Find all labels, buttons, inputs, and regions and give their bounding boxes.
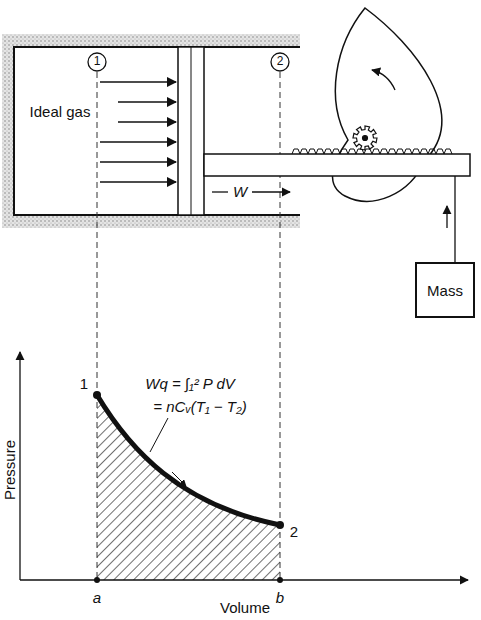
- dashed-line: [280, 72, 281, 580]
- work-area: [97, 395, 280, 580]
- callout-number: 2: [277, 55, 284, 68]
- pinion-gear: [353, 126, 377, 150]
- gas-label: Ideal gas: [28, 104, 93, 121]
- rotation-arrow: [372, 70, 395, 90]
- axis-point: [277, 577, 283, 583]
- leader-line: [150, 418, 168, 452]
- curve-arrow: [172, 472, 186, 486]
- callout-circle: [271, 53, 289, 71]
- rack-teeth: [292, 149, 452, 154]
- piston-rod: [204, 154, 470, 176]
- cylinder-outline: [14, 47, 300, 215]
- formula: = nCᵥ(T₁ − T₂): [151, 399, 248, 416]
- state-point: [276, 521, 284, 529]
- x-axis: [20, 579, 468, 580]
- formula: Wq = ∫₁² P dV: [143, 376, 237, 393]
- process-curve: [97, 395, 280, 525]
- string: [454, 176, 455, 262]
- axis-title: Volume: [220, 600, 270, 617]
- work-line: [212, 191, 228, 192]
- axis-title: Pressure: [2, 440, 19, 500]
- pressure-arrows: [100, 82, 176, 182]
- state-number: 1: [80, 376, 88, 393]
- y-axis: [19, 352, 20, 580]
- axis-point-label: a: [93, 590, 101, 607]
- work-arrow: [252, 191, 290, 192]
- piston-line: [191, 47, 192, 215]
- state-point: [93, 391, 101, 399]
- lift-arrow: [446, 206, 447, 228]
- callout-circle: [88, 53, 106, 71]
- work-label: W: [231, 184, 249, 201]
- axis-point-label: b: [276, 590, 284, 607]
- mass-box: Mass: [415, 262, 475, 318]
- state-number: 2: [290, 524, 298, 541]
- piston: [178, 47, 204, 215]
- callout-number: 1: [94, 55, 101, 68]
- cylinder-bore: [14, 47, 304, 215]
- mass-label: Mass: [427, 282, 463, 299]
- axis-point: [94, 577, 100, 583]
